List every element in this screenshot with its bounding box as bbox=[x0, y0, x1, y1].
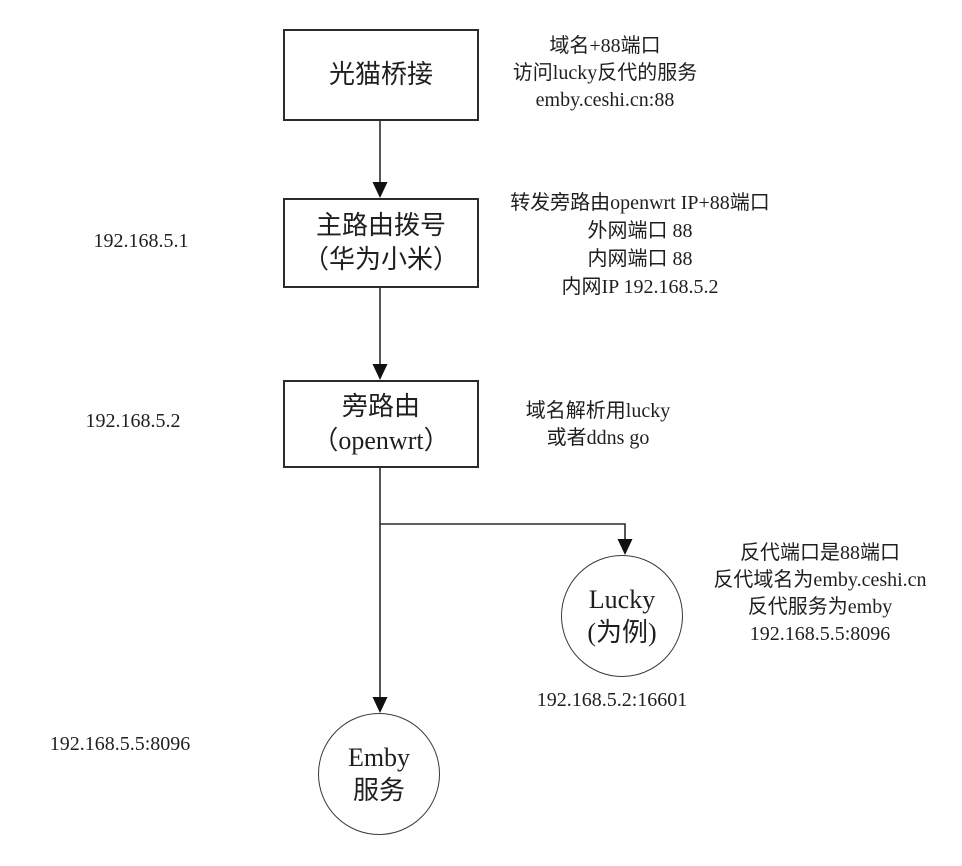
annotation-lucky-line2: 反代域名为emby.ceshi.cn bbox=[713, 569, 927, 591]
node-emby-label-line2: 服务 bbox=[352, 776, 405, 805]
annotation-modem-line2: 访问lucky反代的服务 bbox=[512, 62, 698, 84]
annotation-main-router: 转发旁路由openwrt IP+88端口 外网端口 88 内网端口 88 内网I… bbox=[490, 189, 790, 301]
annotation-lucky: 反代端口是88端口 反代域名为emby.ceshi.cn 反代服务为emby 1… bbox=[670, 540, 962, 648]
node-lucky-circle: Lucky (为例) bbox=[561, 555, 683, 677]
annotation-main-router-line1: 转发旁路由openwrt IP+88端口 bbox=[510, 192, 770, 214]
label-side-router-ip: 192.168.5.2 bbox=[85, 410, 181, 432]
arrow-main-router-to-side-router bbox=[372, 288, 388, 380]
annotation-lucky-line4: 192.168.5.5:8096 bbox=[749, 623, 891, 645]
node-main-router-label-line2: （华为小米） bbox=[302, 245, 459, 274]
node-emby-circle: Emby 服务 bbox=[318, 713, 440, 835]
annotation-side-router: 域名解析用lucky 或者ddns go bbox=[448, 398, 748, 452]
node-side-router-label-line1: 旁路由 bbox=[341, 392, 420, 421]
annotation-main-router-line2: 外网端口 88 bbox=[587, 220, 693, 242]
node-side-router-label-line2: （openwrt） bbox=[312, 426, 450, 455]
node-lucky-label-line2: (为例) bbox=[587, 618, 657, 647]
node-main-router-box: 主路由拨号 （华为小米） bbox=[283, 198, 479, 288]
annotation-lucky-line1: 反代端口是88端口 bbox=[740, 542, 900, 564]
annotation-lucky-line3: 反代服务为emby bbox=[747, 596, 893, 618]
node-modem-box: 光猫桥接 bbox=[283, 29, 479, 121]
arrow-modem-to-main-router bbox=[372, 121, 388, 198]
annotation-modem-line1: 域名+88端口 bbox=[549, 35, 661, 57]
annotation-modem-line3: emby.ceshi.cn:88 bbox=[535, 89, 675, 111]
node-modem-label: 光猫桥接 bbox=[328, 60, 433, 89]
label-emby-ip: 192.168.5.5:8096 bbox=[49, 733, 191, 755]
label-lucky-ip: 192.168.5.2:16601 bbox=[536, 689, 688, 711]
annotation-modem: 域名+88端口 访问lucky反代的服务 emby.ceshi.cn:88 bbox=[455, 33, 755, 114]
annotation-side-router-line2: 或者ddns go bbox=[546, 427, 650, 449]
node-emby-label-line1: Emby bbox=[347, 743, 411, 772]
annotation-side-router-line1: 域名解析用lucky bbox=[525, 400, 671, 422]
arrow-side-router-to-emby bbox=[372, 468, 388, 713]
arrow-side-router-to-lucky bbox=[380, 523, 633, 555]
label-main-router-ip: 192.168.5.1 bbox=[93, 230, 189, 252]
node-side-router-box: 旁路由 （openwrt） bbox=[283, 380, 479, 468]
node-main-router-label-line1: 主路由拨号 bbox=[315, 211, 446, 240]
annotation-main-router-line4: 内网IP 192.168.5.2 bbox=[561, 276, 719, 298]
node-lucky-label-line1: Lucky bbox=[588, 585, 656, 614]
annotation-main-router-line3: 内网端口 88 bbox=[587, 248, 693, 270]
